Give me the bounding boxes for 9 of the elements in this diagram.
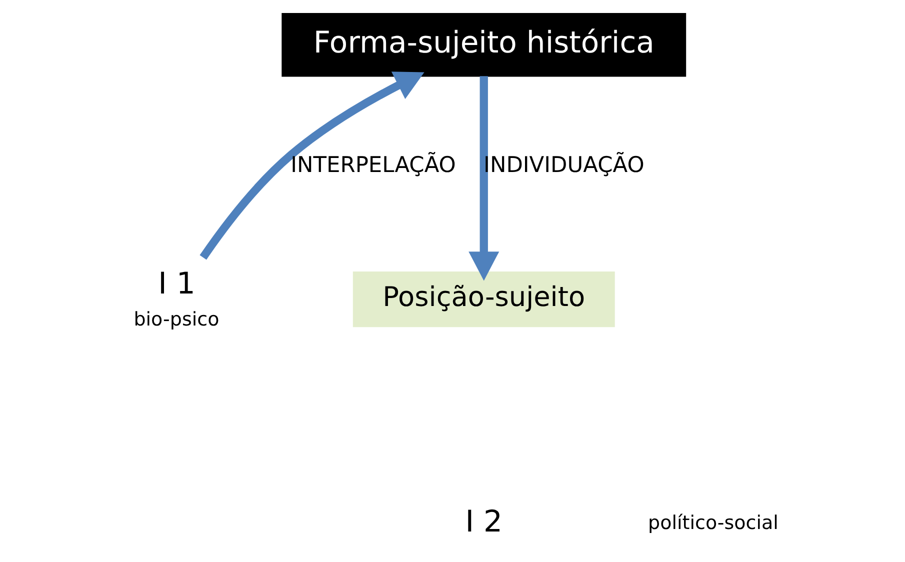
node-text: I 1: [158, 266, 195, 302]
label: político-social: [648, 512, 778, 534]
edge-label: INTERPELAÇÃO: [290, 153, 456, 178]
node-box: Posição-sujeito: [352, 272, 614, 328]
node-label: bio-psico: [133, 308, 219, 330]
node-box: Forma-sujeito histórica: [281, 12, 686, 77]
arrow: [468, 76, 499, 281]
label: I 2: [464, 504, 502, 540]
arrow: [199, 72, 424, 260]
